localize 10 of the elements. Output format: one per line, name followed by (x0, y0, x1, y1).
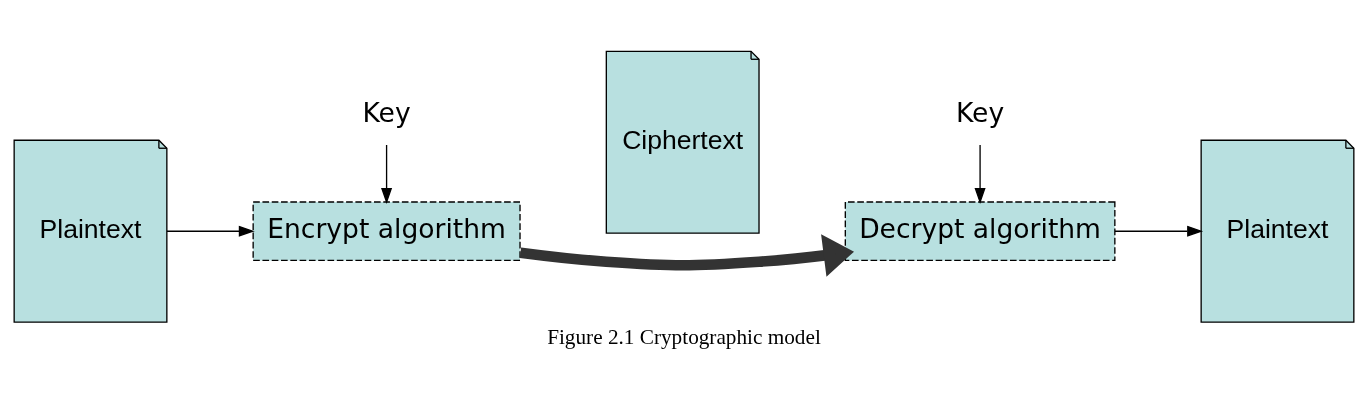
arrow (974, 144, 986, 204)
caption: Figure 2.1 Cryptographic model (547, 325, 821, 350)
arrow (1114, 225, 1204, 237)
node-text: Key (362, 97, 411, 129)
node-box: Encrypt algorithm (252, 201, 521, 262)
arrow (381, 144, 393, 204)
node-text: Key (956, 97, 1005, 129)
node-box: Decrypt algorithm (844, 201, 1116, 262)
arrow (166, 225, 255, 237)
arrow (519, 234, 855, 277)
